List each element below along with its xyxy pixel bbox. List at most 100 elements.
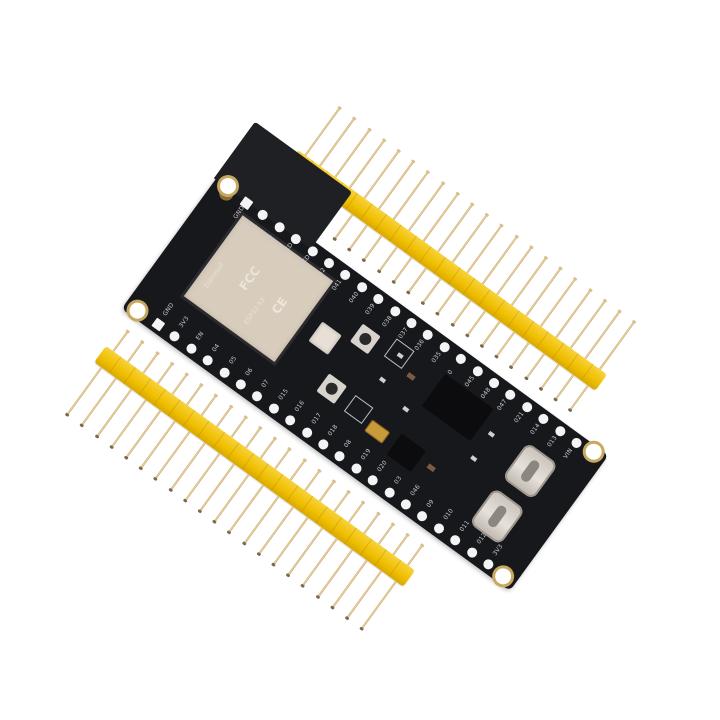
module-brand-text: Espressif (202, 261, 226, 290)
top-row-pin-label: 047 (496, 398, 509, 413)
bottom-row-pad (398, 497, 413, 512)
header-pin (142, 352, 158, 374)
header-pin (289, 459, 305, 481)
top-row-pin-label: 040 (347, 290, 361, 305)
header-pin (496, 331, 516, 357)
header-pin (200, 395, 217, 417)
header-pin (451, 299, 472, 325)
smd-resistor (378, 376, 387, 384)
header-pin (392, 534, 409, 556)
header-pin (407, 267, 427, 293)
bottom-row-pin-label: 019 (359, 447, 373, 462)
bottom-row-pin-label: EN (194, 330, 206, 342)
bottom-row-pin-label: 09 (425, 498, 436, 510)
bottom-row-pad (151, 317, 166, 332)
top-row-pin-label: 038 (380, 314, 394, 329)
bottom-row-pad (250, 389, 265, 404)
bottom-row-pad (415, 509, 430, 524)
bottom-row-pin-label: 016 (293, 399, 307, 414)
component-outline (343, 394, 374, 425)
header-pin (348, 224, 369, 250)
bottom-row-pad (349, 461, 364, 476)
bottom-row-pin-label: 03 (392, 474, 403, 486)
bottom-row-pin-label: 05 (227, 354, 238, 366)
boot-button[interactable] (349, 323, 381, 355)
header-pin (510, 342, 530, 368)
top-row-pin-label: 039 (364, 302, 377, 317)
top-row-pin-label: 045 (463, 374, 476, 389)
usb-uart-bridge-chip (421, 373, 494, 442)
smd-resistor (402, 405, 410, 413)
header-pin (245, 427, 261, 449)
header-pin (66, 366, 103, 416)
header-pin (466, 310, 486, 336)
fcc-mark: FCC (236, 264, 264, 294)
header-pin (318, 481, 335, 502)
top-row-pin-label: VIN (562, 447, 575, 461)
ce-mark: CE (268, 294, 291, 317)
bottom-row-pin-label: 07 (260, 378, 271, 390)
bottom-row-pad (266, 401, 281, 416)
smd-component (406, 372, 416, 381)
header-pin (230, 416, 247, 438)
bottom-row-pad (217, 365, 232, 380)
header-pin (378, 245, 398, 272)
header-pin (348, 502, 364, 524)
header-pin (363, 235, 383, 261)
bottom-row-pad (316, 437, 331, 452)
header-pin (334, 213, 354, 240)
bottom-row-pad (464, 545, 479, 560)
usb-c-port-1[interactable] (501, 442, 559, 501)
top-row-pin-label: 021 (512, 410, 526, 425)
bottom-row-pin-label: 015 (277, 387, 290, 402)
top-row-pad (569, 436, 584, 450)
header-pin (127, 342, 143, 363)
top-row-pin-label: 036 (413, 338, 427, 353)
bottom-row-pin-label: 011 (458, 519, 472, 534)
voltage-regulator (386, 433, 427, 473)
bottom-row-pin-label: 018 (326, 423, 340, 438)
bottom-row-pad (332, 449, 347, 464)
mounting-hole-bottom-left (126, 299, 149, 322)
header-pin (304, 107, 341, 156)
bottom-row-pin-label: 010 (442, 507, 455, 522)
header-pin (156, 363, 173, 385)
header-pin (303, 470, 320, 491)
tantalum-capacitor (364, 419, 391, 444)
smd-component (426, 463, 436, 473)
header-pin (259, 438, 276, 459)
header-pin (112, 331, 129, 352)
bottom-row-pin-label: 04 (211, 342, 222, 354)
header-pin (362, 513, 379, 534)
mounting-hole-top-right (582, 440, 605, 463)
bottom-row-pin-label: 06 (244, 366, 255, 378)
smd-resistor (487, 430, 496, 438)
bottom-row-pin-label: 3V3 (491, 543, 505, 558)
reset-button[interactable] (316, 373, 348, 405)
bottom-row-pad (448, 533, 463, 548)
smd-resistor (470, 455, 478, 462)
top-row-pin-label: 037 (397, 326, 410, 341)
bottom-row-pad (283, 413, 298, 428)
component-outline (383, 338, 415, 370)
bottom-row-pad (365, 473, 380, 488)
header-pin (186, 384, 202, 406)
bottom-row-pin-label: 3V3 (178, 315, 191, 330)
bottom-row-pin-label: 08 (343, 438, 354, 450)
header-pin (274, 449, 291, 470)
header-pin (392, 256, 413, 282)
header-pin (569, 384, 589, 411)
header-pin (377, 523, 394, 545)
bottom-row-pad (481, 557, 496, 572)
bottom-row-pin-label: 046 (409, 483, 422, 498)
bottom-row-pad (167, 329, 182, 344)
bottom-row-pad (233, 377, 248, 392)
top-row-pin-label: 013 (545, 434, 559, 449)
header-pin (540, 363, 560, 389)
top-row-pin-label: 048 (479, 386, 493, 401)
bottom-row-pad (200, 353, 215, 368)
bottom-row-pad (299, 425, 314, 440)
top-row-pin-label: 035 (430, 350, 443, 365)
top-row-pin-label: 014 (529, 422, 542, 437)
header-pin (437, 288, 457, 315)
